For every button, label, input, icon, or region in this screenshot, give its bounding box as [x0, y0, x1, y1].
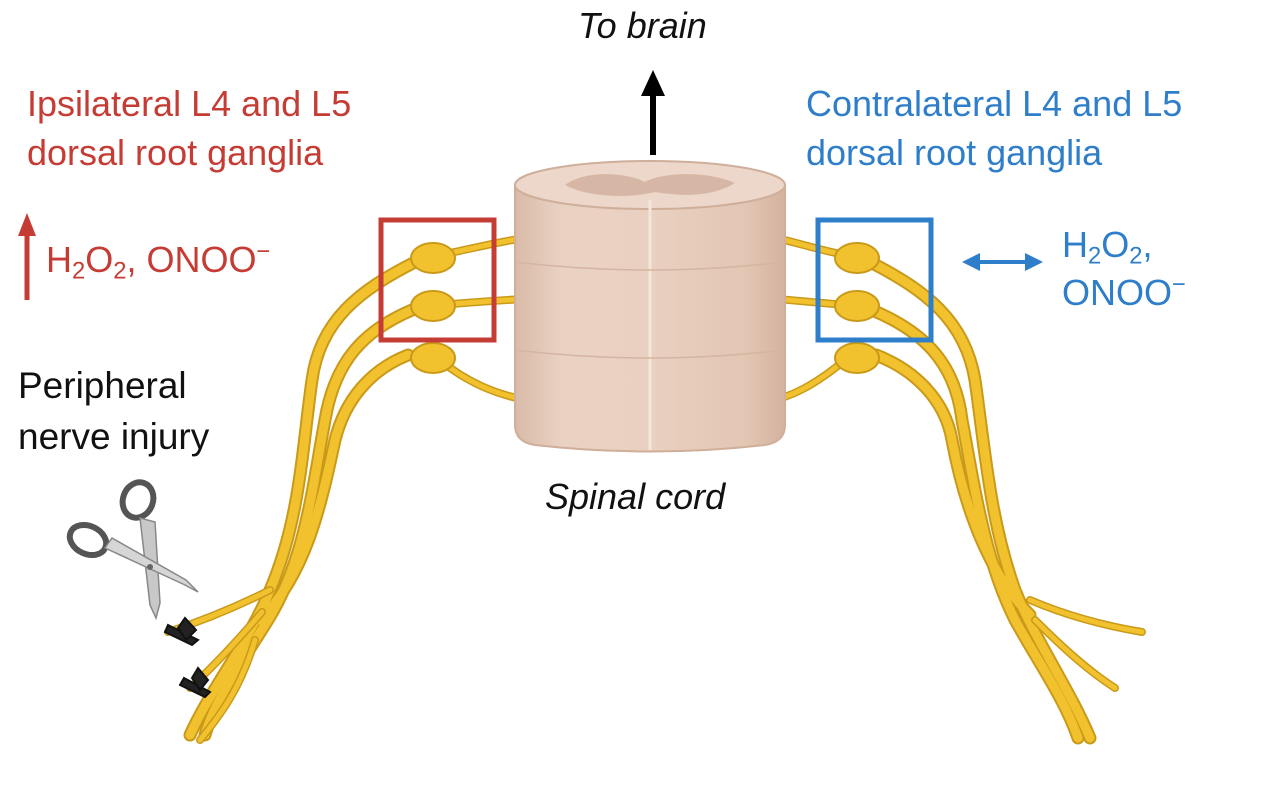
- ipsilateral-label-line1: Ipsilateral L4 and L5: [27, 83, 352, 124]
- contralateral-species-label-line1: H2O2,: [1062, 224, 1153, 270]
- left-nerve-bundle: [164, 232, 544, 744]
- injury-label-line1: Peripheral: [18, 365, 187, 406]
- right-ganglia: [834, 242, 880, 374]
- contralateral-drg-box: [815, 217, 934, 343]
- spinal-cord: [514, 160, 786, 453]
- scissors-icon: [66, 479, 199, 621]
- up-arrow-icon: [18, 213, 36, 300]
- ligature-icon: [163, 616, 212, 699]
- contralateral-label-line1: Contralateral L4 and L5: [806, 83, 1183, 124]
- injury-label-line2: nerve injury: [18, 416, 210, 457]
- to-brain-label: To brain: [578, 5, 707, 46]
- left-ganglia: [410, 242, 456, 374]
- spinal-cord-label: Spinal cord: [545, 476, 726, 517]
- ipsilateral-species-label: H2O2, ONOO−: [46, 237, 271, 285]
- contralateral-label-line2: dorsal root ganglia: [806, 132, 1103, 173]
- ipsilateral-drg-box: [378, 217, 497, 343]
- ipsilateral-label-line2: dorsal root ganglia: [27, 132, 324, 173]
- contralateral-species-label-line2: ONOO−: [1062, 270, 1186, 313]
- double-headed-arrow-icon: [962, 253, 1043, 271]
- to-brain-arrow: [641, 70, 665, 155]
